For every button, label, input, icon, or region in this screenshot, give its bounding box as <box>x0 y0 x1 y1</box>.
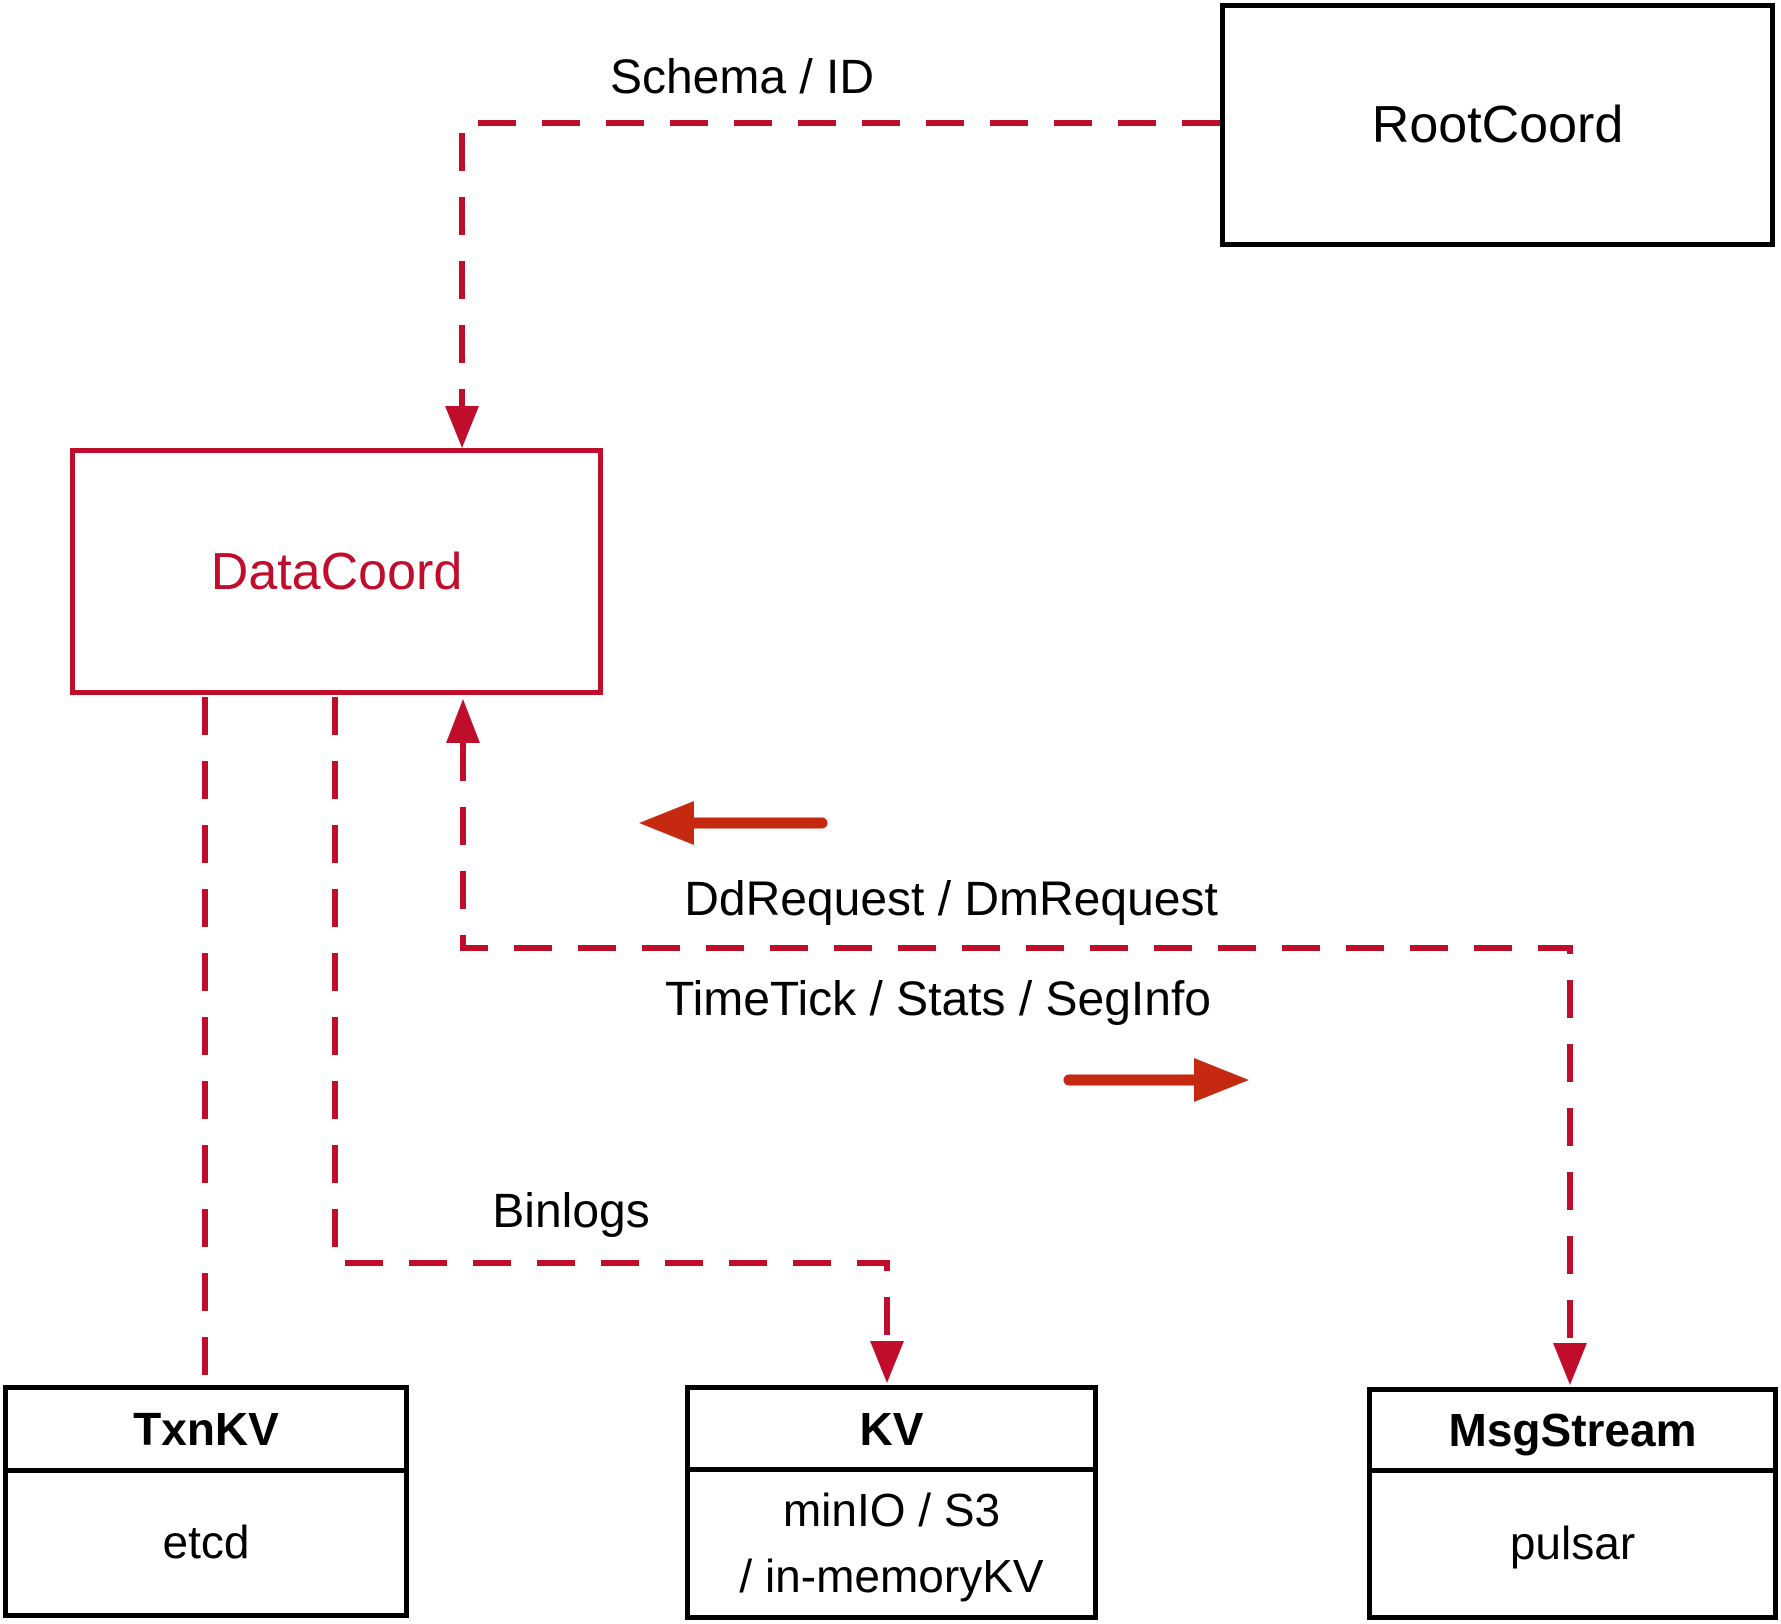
node-msgstream: MsgStream pulsar <box>1367 1387 1778 1620</box>
edge-label-ddrequest-dmrequest: DdRequest / DmRequest <box>684 873 1218 926</box>
txnkv-title: TxnKV <box>8 1390 404 1473</box>
arrowhead-down-icon <box>870 1341 904 1383</box>
node-kv: KV minIO / S3 / in-memoryKV <box>685 1385 1098 1620</box>
kv-body-line1: minIO / S3 <box>782 1484 1001 1537</box>
arrowhead-up-icon <box>446 699 480 743</box>
arrowhead-down-icon <box>445 406 479 448</box>
flow-arrow-left-icon <box>639 801 828 845</box>
connector-rootcoord-to-datacoord <box>445 120 1220 448</box>
connector-datacoord-msgstream-bus <box>446 699 1587 1385</box>
node-txnkv: TxnKV etcd <box>3 1385 409 1618</box>
edge-label-binlogs: Binlogs <box>492 1185 650 1238</box>
txnkv-body-label: etcd <box>162 1516 250 1569</box>
node-datacoord: DataCoord <box>70 448 603 695</box>
datacoord-label: DataCoord <box>210 542 463 601</box>
arrowhead-down-icon <box>1553 1343 1587 1385</box>
connector-datacoord-to-kv <box>332 697 904 1383</box>
kv-body-line2: / in-memoryKV <box>739 1549 1044 1602</box>
rootcoord-label: RootCoord <box>1371 96 1624 154</box>
kv-title: KV <box>690 1390 1093 1472</box>
edge-label-schema-id: Schema / ID <box>609 51 875 104</box>
msgstream-title: MsgStream <box>1372 1392 1773 1473</box>
msgstream-body-label: pulsar <box>1509 1517 1636 1570</box>
flow-arrow-right-icon <box>1063 1058 1249 1102</box>
edge-label-timetick-stats-seginfo: TimeTick / Stats / SegInfo <box>665 973 1211 1026</box>
node-rootcoord: RootCoord <box>1220 3 1775 247</box>
